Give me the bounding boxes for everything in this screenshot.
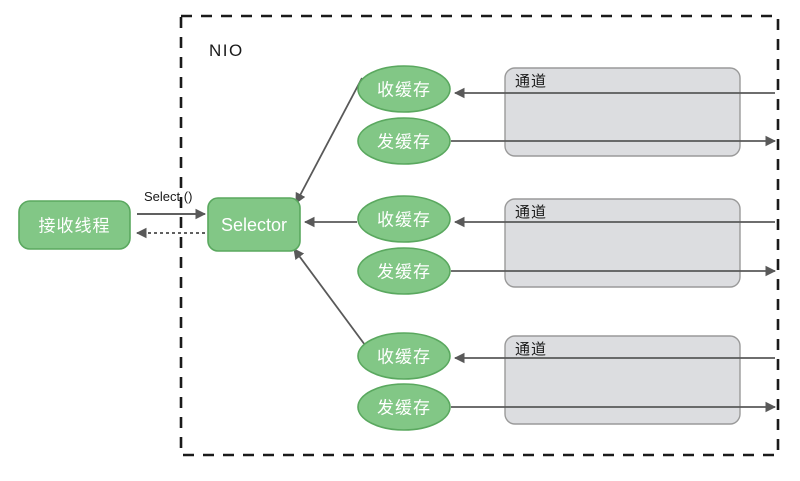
selector-node[interactable]	[207, 197, 301, 252]
selector-edge-3	[293, 248, 366, 346]
send-buffer-3[interactable]	[357, 383, 451, 431]
nio-boundary-label: NIO	[209, 41, 244, 60]
channel-box-1	[504, 67, 741, 157]
recv-buffer-2[interactable]	[357, 195, 451, 243]
send-buffer-2[interactable]	[357, 247, 451, 295]
select-call-label: Select ()	[144, 189, 192, 204]
channel-box-2	[504, 198, 741, 288]
selector-edge-1	[295, 77, 363, 204]
recv-buffer-3[interactable]	[357, 332, 451, 380]
send-buffer-1[interactable]	[357, 117, 451, 165]
channel-label-1: 通道	[515, 73, 547, 90]
thread-node[interactable]	[18, 200, 131, 250]
recv-buffer-1[interactable]	[357, 65, 451, 113]
channel-label-3: 通道	[515, 341, 547, 358]
channel-label-2: 通道	[515, 204, 547, 221]
